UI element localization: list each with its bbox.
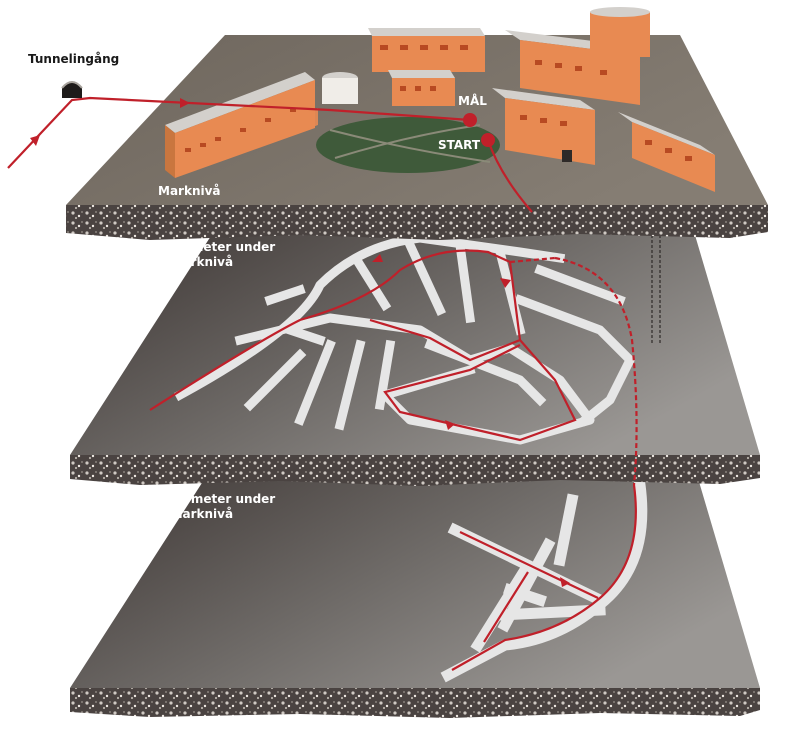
level-20m-label: 20 meter under marknivå	[170, 240, 276, 269]
layer-20m	[70, 90, 760, 486]
route-arrow-20m-a	[372, 254, 383, 262]
layer-40m-rock-edge	[70, 688, 760, 718]
route-arrow-20m-b	[500, 278, 511, 288]
lawn-paths	[329, 124, 491, 163]
layer-40m	[70, 458, 760, 718]
building-right-top	[505, 7, 650, 105]
building-windows	[185, 45, 692, 161]
layer-ground	[7, 7, 768, 240]
layer-20m-route	[149, 249, 638, 486]
building-right-mid	[492, 88, 595, 165]
building-center	[388, 70, 455, 106]
start-label: START	[438, 138, 481, 152]
ground-route-descent	[486, 139, 533, 213]
lawn	[316, 117, 500, 173]
tunnel-portal-icon	[61, 81, 83, 98]
ground-rock-edge	[66, 205, 768, 240]
tunnel-entrance-label: Tunnelingång	[28, 52, 120, 66]
route-arrow-ground	[180, 98, 190, 108]
building-top-center	[368, 28, 485, 72]
ground-route	[7, 96, 471, 169]
ground-level-label: Marknivå	[158, 184, 221, 198]
layer-20m-tunnels	[173, 233, 635, 445]
route-arrow-entry	[30, 135, 40, 146]
route-arrow-40m	[560, 577, 570, 587]
route-arrow-20m-c	[445, 420, 455, 430]
layer-40m-surface	[70, 458, 760, 688]
level-40m-label: 40 meter under marknivå	[170, 492, 276, 521]
layer-20m-rock-edge	[70, 455, 760, 486]
building-right-bottom	[618, 112, 715, 192]
goal-label: MÅL	[458, 94, 487, 108]
goal-marker-icon	[463, 113, 477, 127]
layer-20m-surface	[70, 225, 760, 455]
layer-40m-route	[451, 484, 637, 671]
building-round	[322, 72, 358, 104]
start-marker-icon	[481, 133, 495, 147]
